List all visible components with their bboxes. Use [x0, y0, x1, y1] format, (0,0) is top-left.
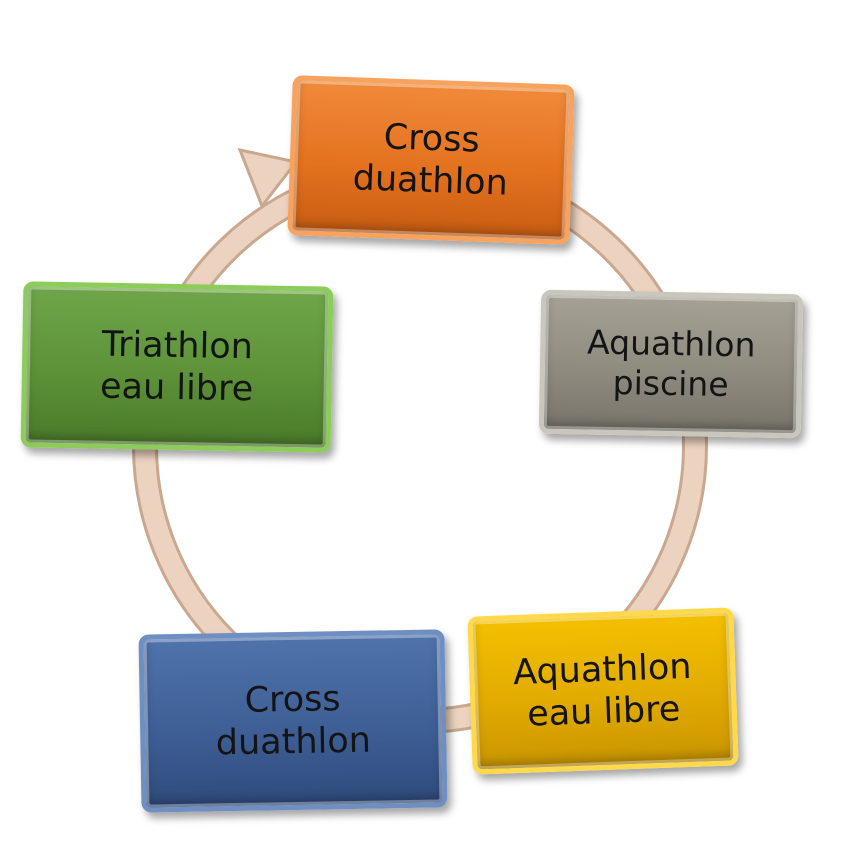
node-label-line1: Cross — [383, 117, 481, 161]
node-label-line2: duathlon — [352, 158, 509, 204]
node-label-line2: piscine — [612, 362, 729, 405]
node-cross-duathlon-blue: Cross duathlon — [138, 629, 448, 813]
node-label-line1: Aquathlon — [512, 646, 693, 694]
node-cross-duathlon-orange: Cross duathlon — [287, 75, 575, 245]
node-label-line2: eau libre — [526, 689, 681, 735]
node-label-line1: Triathlon — [101, 324, 254, 368]
node-label-line1: Aquathlon — [586, 322, 756, 365]
node-aquathlon-piscine: Aquathlon piscine — [538, 289, 804, 439]
node-label-line1: Cross — [244, 679, 341, 721]
node-triathlon-eau-libre: Triathlon eau libre — [20, 281, 334, 453]
node-aquathlon-eau-libre: Aquathlon eau libre — [467, 607, 739, 775]
ring-arrow-head — [237, 147, 299, 210]
node-label-line2: duathlon — [215, 720, 372, 764]
node-label-line2: eau libre — [99, 366, 254, 410]
